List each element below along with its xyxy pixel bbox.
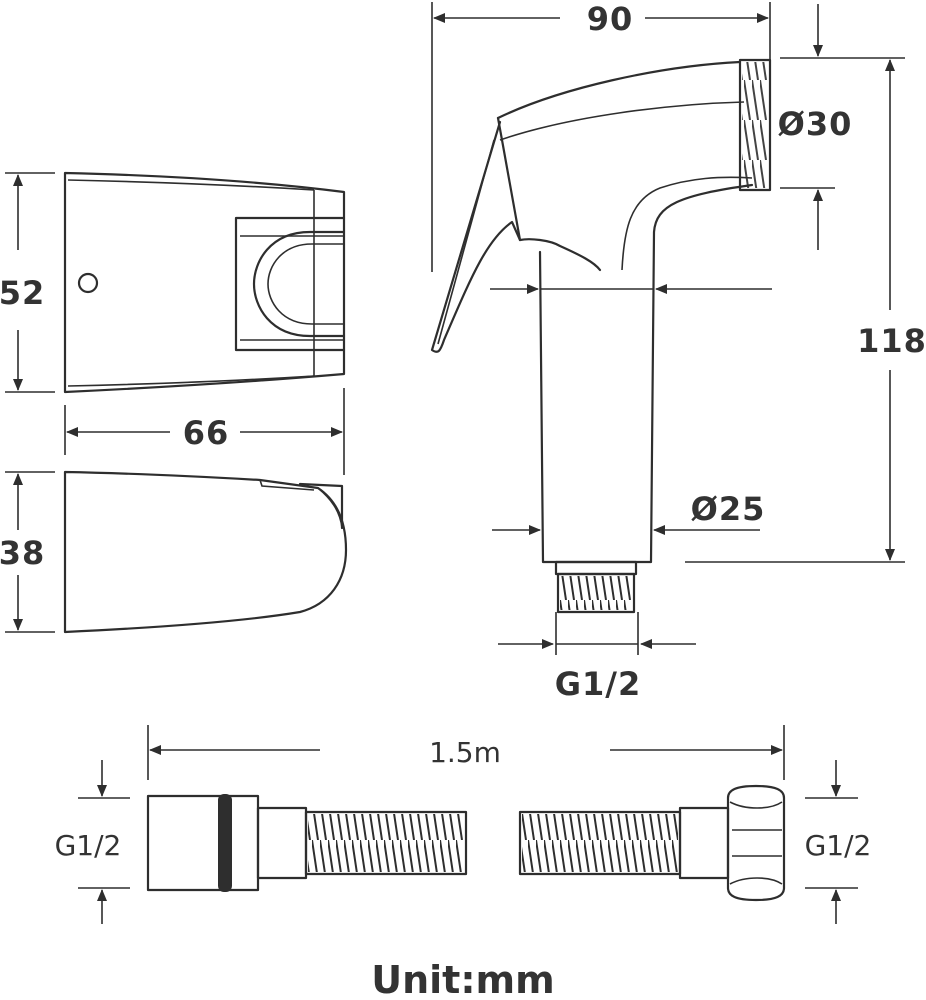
hose-dimensions: 1.5m G1/2 G1/2 — [55, 725, 872, 924]
sprayer-width-label: 90 — [587, 0, 634, 38]
sprayer-head — [496, 60, 742, 120]
hose-thread-right-label: G1/2 — [805, 829, 872, 862]
sprayer-height-label: 118 — [857, 322, 926, 360]
unit-label: Unit:mm — [371, 958, 555, 1000]
holder-front-dimensions: 52 66 — [0, 172, 345, 475]
sprayer-handle — [538, 183, 754, 564]
hose-o-ring — [218, 794, 232, 892]
hose-left-fitting — [146, 794, 260, 892]
trigger-lever — [430, 120, 522, 353]
sprayer-dimensions: 90 Ø30 118 Ø25 G1/2 — [431, 0, 926, 703]
sprayer-drawing — [430, 58, 772, 614]
holder-depth-label: 38 — [0, 534, 45, 572]
holder-clip-cutout — [252, 230, 346, 338]
holder-side-dimensions: 38 — [0, 471, 55, 633]
holder-front-view — [63, 171, 346, 394]
holder-height-label: 52 — [0, 274, 45, 312]
nozzle-diameter-label: Ø30 — [778, 105, 853, 143]
hose-right-nut — [726, 784, 786, 902]
holder-side-view — [63, 470, 348, 634]
sprayer-thread-label: G1/2 — [555, 665, 641, 703]
hose-drawing — [146, 784, 786, 902]
hose-length-label: 1.5m — [429, 736, 501, 769]
holder-width-label: 66 — [183, 414, 230, 452]
sprayer-connector — [556, 572, 636, 614]
hose-thread-left-label: G1/2 — [55, 829, 122, 862]
screw-hole — [77, 272, 99, 294]
hose-segment-left — [304, 810, 468, 876]
handle-diameter-label: Ø25 — [691, 490, 766, 528]
nozzle-face — [738, 58, 772, 192]
